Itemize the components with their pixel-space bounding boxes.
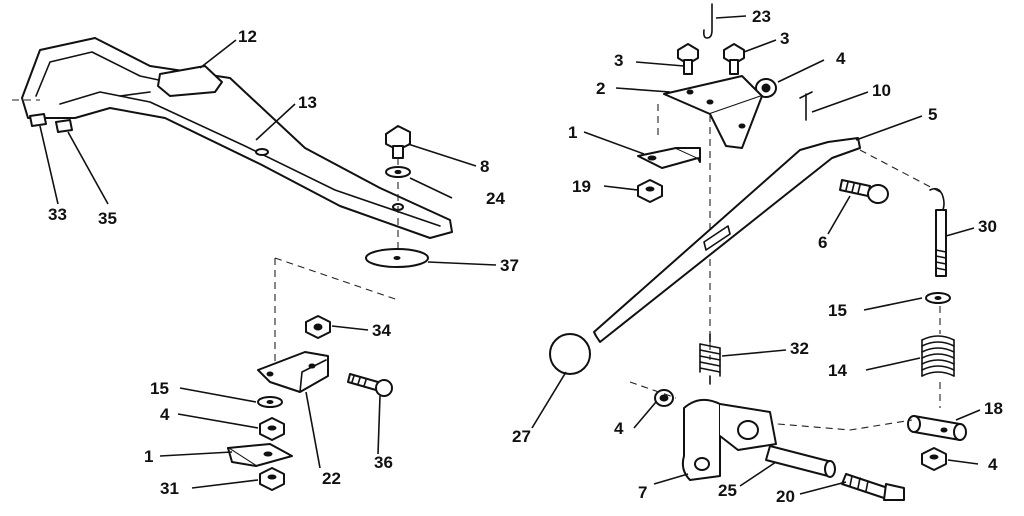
nut-4-left xyxy=(259,417,285,441)
label-34: 34 xyxy=(372,321,391,340)
label-4-left: 4 xyxy=(160,405,170,424)
label-19: 19 xyxy=(572,177,591,196)
label-8: 8 xyxy=(480,157,489,176)
label-31: 31 xyxy=(160,479,179,498)
pad-35 xyxy=(55,119,73,133)
label-37: 37 xyxy=(500,256,519,275)
bolt-20 xyxy=(841,473,905,501)
label-25: 25 xyxy=(718,481,737,500)
rod-5 xyxy=(593,137,941,343)
nut-4-lower-right xyxy=(921,447,947,471)
nut-4-upper xyxy=(755,78,777,98)
label-6: 6 xyxy=(818,233,827,252)
nut-34 xyxy=(305,315,331,339)
label-15-left: 15 xyxy=(150,379,169,398)
label-27: 27 xyxy=(512,427,531,446)
nut-31 xyxy=(259,467,285,491)
label-10: 10 xyxy=(872,81,891,100)
label-15-right: 15 xyxy=(828,301,847,320)
label-3-left: 3 xyxy=(614,51,623,70)
label-36: 36 xyxy=(374,453,393,472)
spring-32 xyxy=(699,333,721,385)
label-30: 30 xyxy=(978,217,997,236)
bolt-3-right xyxy=(723,43,745,75)
label-22: 22 xyxy=(322,469,341,488)
label-24: 24 xyxy=(486,189,505,208)
label-3-right: 3 xyxy=(780,29,789,48)
nut-4-lower-mid xyxy=(654,389,674,407)
spring-14 xyxy=(921,335,955,377)
leader-lines xyxy=(39,15,981,495)
label-18: 18 xyxy=(984,399,1003,418)
label-32: 32 xyxy=(790,339,809,358)
pin-18 xyxy=(907,415,967,441)
label-12: 12 xyxy=(238,27,257,46)
label-20: 20 xyxy=(776,487,795,506)
lever-arm-13 xyxy=(21,37,453,239)
knob-27 xyxy=(549,333,591,375)
grip-12 xyxy=(157,65,223,97)
bolt-3-left xyxy=(677,43,699,75)
pin-10 xyxy=(799,91,813,121)
bracket-22 xyxy=(257,351,329,393)
label-4-lower-right: 4 xyxy=(988,455,998,474)
label-7: 7 xyxy=(638,483,647,502)
tube-25 xyxy=(765,445,836,478)
bolt-8 xyxy=(385,125,411,159)
rod-30 xyxy=(929,187,947,277)
screw-36 xyxy=(347,373,393,397)
label-23: 23 xyxy=(752,7,771,26)
clip-1-left xyxy=(227,443,293,467)
label-14: 14 xyxy=(828,361,847,380)
nut-19 xyxy=(637,179,663,203)
pad-33 xyxy=(29,113,47,127)
label-5: 5 xyxy=(928,105,937,124)
label-1-left: 1 xyxy=(144,447,153,466)
label-1-upper: 1 xyxy=(568,123,577,142)
label-2: 2 xyxy=(596,79,605,98)
clip-1-upper xyxy=(637,147,701,169)
label-4-upper: 4 xyxy=(836,49,846,68)
bracket-2 xyxy=(663,75,763,149)
pin-23 xyxy=(703,3,713,39)
label-33: 33 xyxy=(48,205,67,224)
bracket-7 xyxy=(681,398,777,481)
label-4-lower-mid: 4 xyxy=(614,419,624,438)
disc-37 xyxy=(365,248,429,268)
label-13: 13 xyxy=(298,93,317,112)
bolt-6 xyxy=(839,179,889,204)
label-35: 35 xyxy=(98,209,117,228)
